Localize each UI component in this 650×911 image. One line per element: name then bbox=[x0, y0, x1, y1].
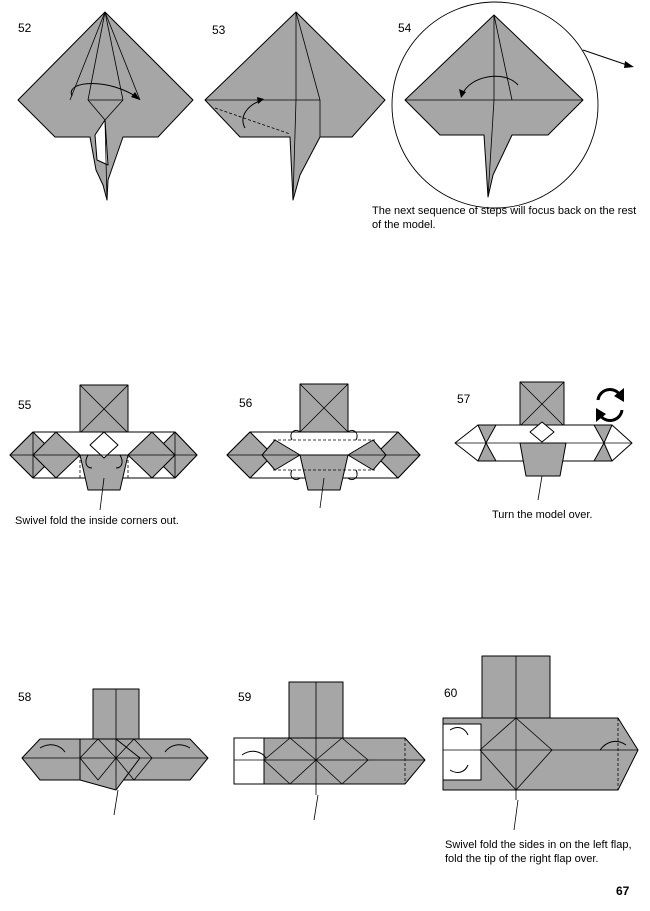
step-number-53: 53 bbox=[212, 23, 226, 37]
step-number-58: 58 bbox=[18, 690, 32, 704]
step-60-caption: Swivel fold the sides in on the left fla… bbox=[445, 839, 632, 865]
arrow-icon bbox=[582, 49, 631, 67]
step-number-54: 54 bbox=[398, 21, 412, 35]
turn-over-icon bbox=[596, 388, 624, 422]
step-number-55: 55 bbox=[18, 398, 32, 412]
step-57-caption: Turn the model over. bbox=[492, 509, 593, 521]
step-number-59: 59 bbox=[238, 690, 252, 704]
step-number-52: 52 bbox=[18, 21, 32, 35]
step-number-57: 57 bbox=[457, 392, 471, 406]
step-54-caption: The next sequence of steps will focus ba… bbox=[372, 205, 637, 231]
step-number-56: 56 bbox=[239, 396, 253, 410]
zoom-circle bbox=[391, 1, 599, 209]
step-number-60: 60 bbox=[444, 686, 458, 700]
step-55-caption: Swivel fold the inside corners out. bbox=[15, 515, 179, 527]
page-number: 67 bbox=[616, 884, 630, 898]
